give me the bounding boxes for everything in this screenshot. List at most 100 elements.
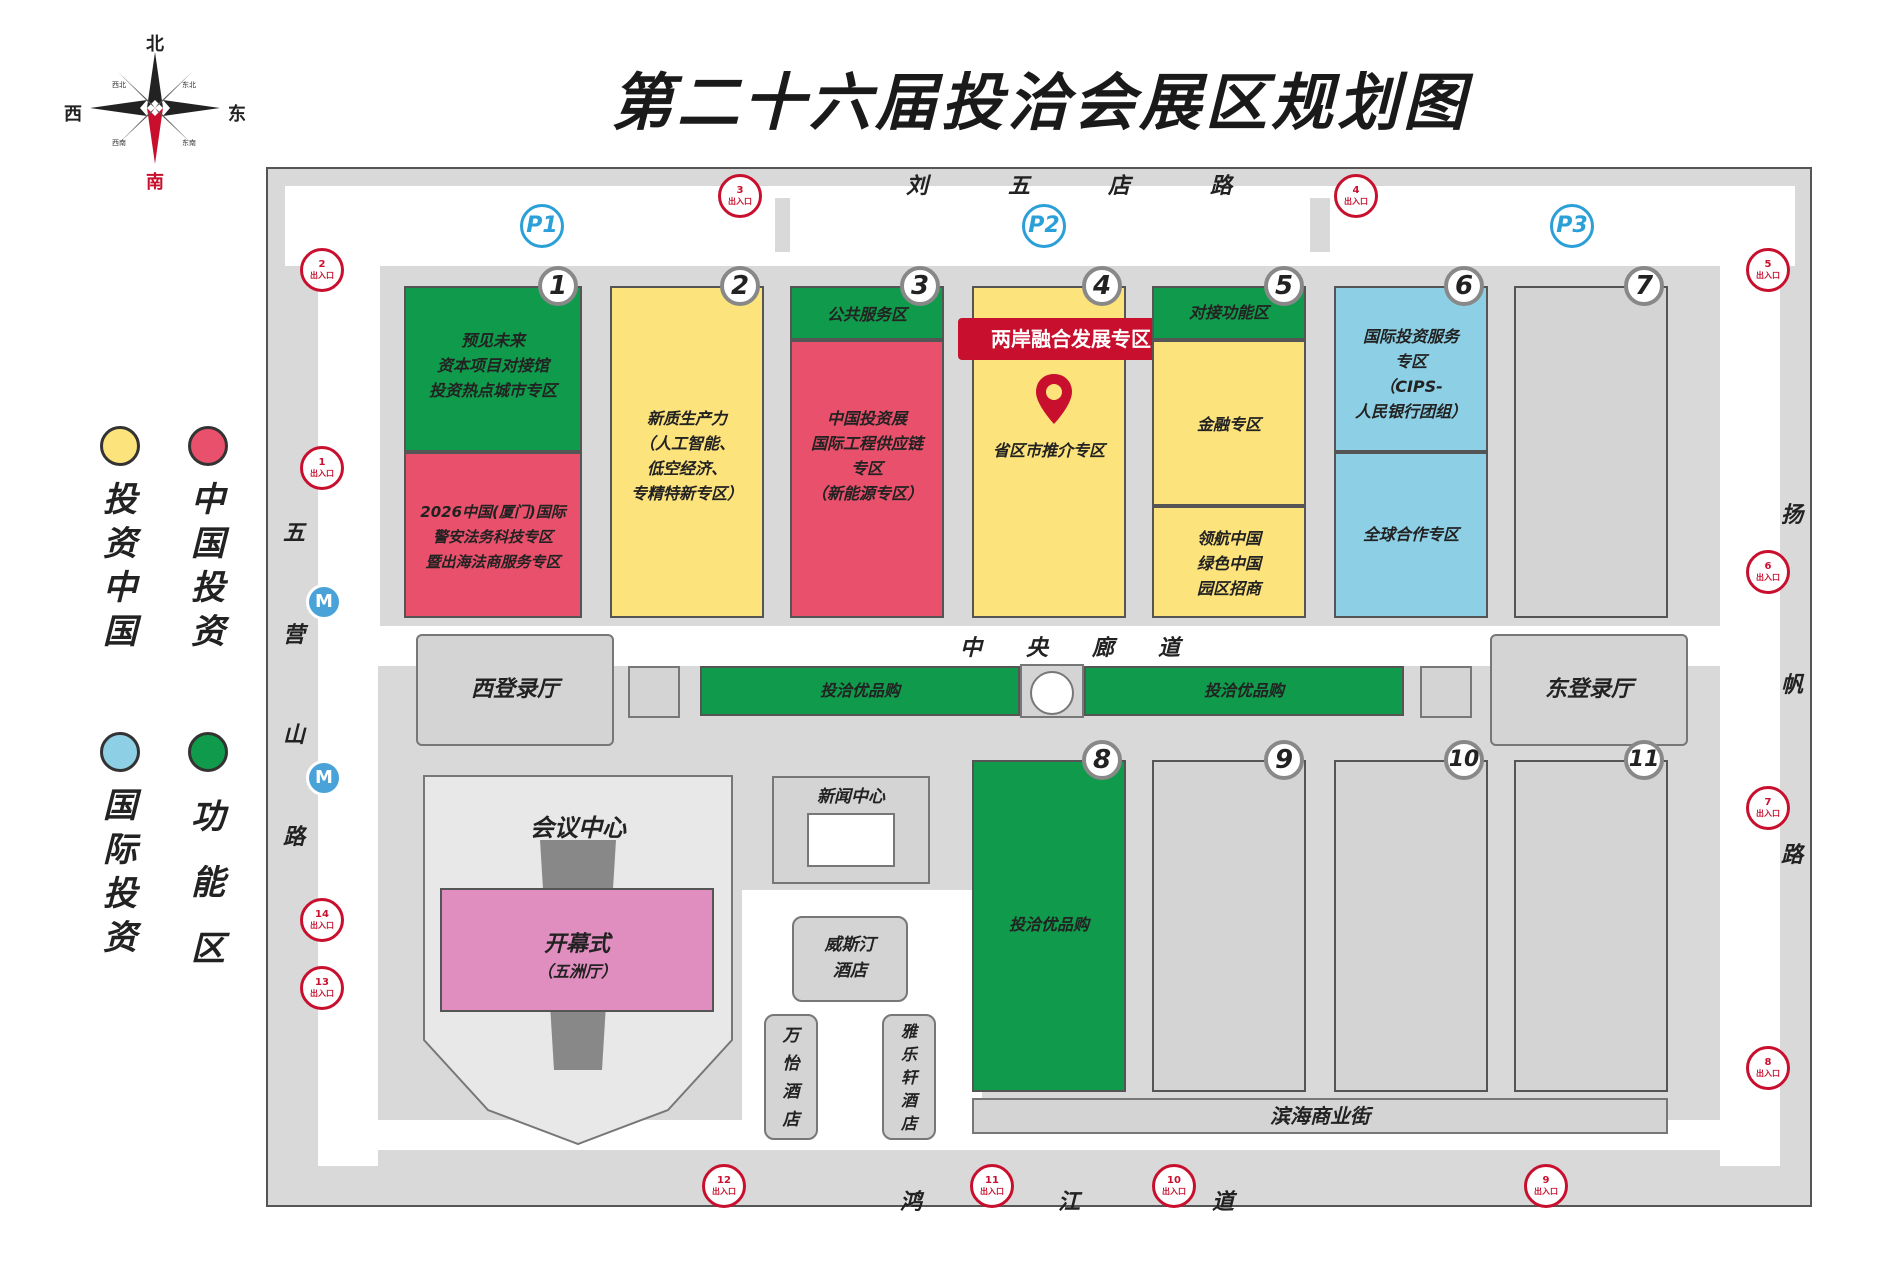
binhai-label: 滨海商业街 <box>1270 1104 1370 1128</box>
hall-10[interactable] <box>1334 760 1488 1092</box>
westin-line-2: 酒店 <box>833 961 867 981</box>
marriott-hotel[interactable]: 万 怡 酒 店 <box>764 1014 818 1140</box>
hall-5-top-label: 对接功能区 <box>1188 303 1269 322</box>
hall-9[interactable] <box>1152 760 1306 1092</box>
yalexuan-char-3: 轩 <box>900 1068 917 1087</box>
hall-5-number: 5 <box>1264 266 1304 306</box>
hall-6-top-line-1: 国际投资服务 <box>1362 327 1459 346</box>
shop-right[interactable]: 投洽优品购 <box>1084 666 1404 716</box>
cross-strait-banner: 两岸融合发展专区 <box>958 318 1184 360</box>
road-north-char-1: 刘 <box>906 174 929 199</box>
parking-p1[interactable]: P1 <box>520 204 564 248</box>
hall-2-line-2: （人工智能、 <box>638 434 735 453</box>
hall-4-number: 4 <box>1082 266 1122 306</box>
compass-north: 北 <box>146 34 164 55</box>
hall-9-number: 9 <box>1264 740 1304 780</box>
hall-1-bottom[interactable]: 2026中国(厦门)国际 警安法务科技专区 暨出海法商服务专区 <box>404 452 582 618</box>
opening-ceremony-hall[interactable]: 开幕式 （五洲厅） <box>440 888 714 1012</box>
central-corridor-label: 中 央 廊 道 <box>959 636 1180 661</box>
hall-3-top-label: 公共服务区 <box>826 305 907 324</box>
hall-6-top-line-4: 人民银行团组） <box>1354 402 1467 421</box>
yalexuan-char-2: 乐 <box>900 1045 917 1064</box>
hall-11[interactable] <box>1514 760 1668 1092</box>
hall-5-mid-label: 金融专区 <box>1196 415 1261 434</box>
conference-center-label: 会议中心 <box>530 814 626 842</box>
shop-left[interactable]: 投洽优品购 <box>700 666 1020 716</box>
hall-1-top[interactable]: 预见未来 资本项目对接馆 投资热点城市专区 <box>404 286 582 452</box>
binhai-commercial-street[interactable]: 滨海商业街 <box>972 1098 1668 1134</box>
legend-label-china-investment: 中国投资 <box>191 480 225 652</box>
parking-p3[interactable]: P3 <box>1550 204 1594 248</box>
corridor-center-hub <box>1020 664 1084 718</box>
corridor-circle-icon <box>1030 671 1074 715</box>
press-center-inner <box>807 813 895 867</box>
road-west-char-2: 营 <box>282 623 305 648</box>
road-north-char-4: 路 <box>1210 174 1233 199</box>
legend-dot-red <box>188 426 228 466</box>
hall-11-number: 11 <box>1624 740 1664 780</box>
hall-3-bottom[interactable]: 中国投资展 国际工程供应链 专区 （新能源专区） <box>790 340 944 618</box>
hall-2-line-3: 低空经济、 <box>646 459 727 478</box>
hall-3-top[interactable]: 公共服务区 <box>790 286 944 340</box>
road-west-char-3: 山 <box>282 723 305 748</box>
hall-6-top-line-2: 专区 <box>1394 352 1427 371</box>
hall-8-label: 投洽优品购 <box>1008 915 1089 934</box>
yalexuan-char-4: 酒 <box>900 1091 917 1110</box>
compass-south: 南 <box>146 172 164 193</box>
hall-6-bottom[interactable]: 全球合作专区 <box>1334 452 1488 618</box>
hall-1-bottom-line-2: 警安法务科技专区 <box>432 528 553 546</box>
hall-5-bottom-line-2: 绿色中国 <box>1196 554 1261 573</box>
hall-5-mid[interactable]: 金融专区 <box>1152 340 1306 506</box>
road-east-char-3: 路 <box>1780 843 1803 868</box>
location-pin-icon <box>1036 374 1072 424</box>
hall-2[interactable]: 新质生产力 （人工智能、 低空经济、 专精特新专区） <box>610 286 764 618</box>
road-south-char-1: 鸿 <box>900 1190 923 1215</box>
shop-right-label: 投洽优品购 <box>1203 681 1284 700</box>
marriott-char-3: 酒 <box>782 1082 800 1102</box>
hall-2-line-1: 新质生产力 <box>646 409 727 428</box>
hall-8[interactable]: 投洽优品购 <box>972 760 1126 1092</box>
west-lobby[interactable]: 西登录厅 <box>416 634 614 746</box>
parking-p2[interactable]: P2 <box>1022 204 1066 248</box>
road-north-char-3: 店 <box>1108 174 1131 199</box>
road-east-char-1: 扬 <box>1780 503 1803 528</box>
hall-5-bottom[interactable]: 领航中国 绿色中国 园区招商 <box>1152 506 1306 618</box>
hall-3-number: 3 <box>900 266 940 306</box>
legend-label-investment-china: 投资中国 <box>103 480 137 652</box>
hall-7-number: 7 <box>1624 266 1664 306</box>
marriott-char-1: 万 <box>782 1026 800 1046</box>
east-lobby[interactable]: 东登录厅 <box>1490 634 1688 746</box>
compass-nw: 西北 <box>112 81 126 89</box>
metro-icon-2: M <box>306 760 342 796</box>
west-lobby-label: 西登录厅 <box>470 677 559 702</box>
press-center[interactable]: 新闻中心 <box>772 776 930 884</box>
compass-east: 东 <box>228 104 246 125</box>
compass: 北 南 西 东 西北 东北 西南 东南 <box>60 30 250 193</box>
hall-1-top-line-2: 资本项目对接馆 <box>436 356 549 375</box>
hall-7[interactable] <box>1514 286 1668 618</box>
yalexuan-char-5: 店 <box>900 1114 917 1133</box>
hall-6-top[interactable]: 国际投资服务 专区 （CIPS- 人民银行团组） <box>1334 286 1488 452</box>
westin-hotel[interactable]: 威斯汀 酒店 <box>792 916 908 1002</box>
compass-ne: 东北 <box>182 81 196 89</box>
road-east <box>1720 266 1780 1166</box>
hall-1-bottom-line-3: 暨出海法商服务专区 <box>425 553 561 571</box>
westin-line-1: 威斯汀 <box>824 935 876 955</box>
yalexuan-hotel[interactable]: 雅 乐 轩 酒 店 <box>882 1014 936 1140</box>
hall-5-bottom-line-1: 领航中国 <box>1196 529 1261 548</box>
legend-dot-green <box>188 732 228 772</box>
